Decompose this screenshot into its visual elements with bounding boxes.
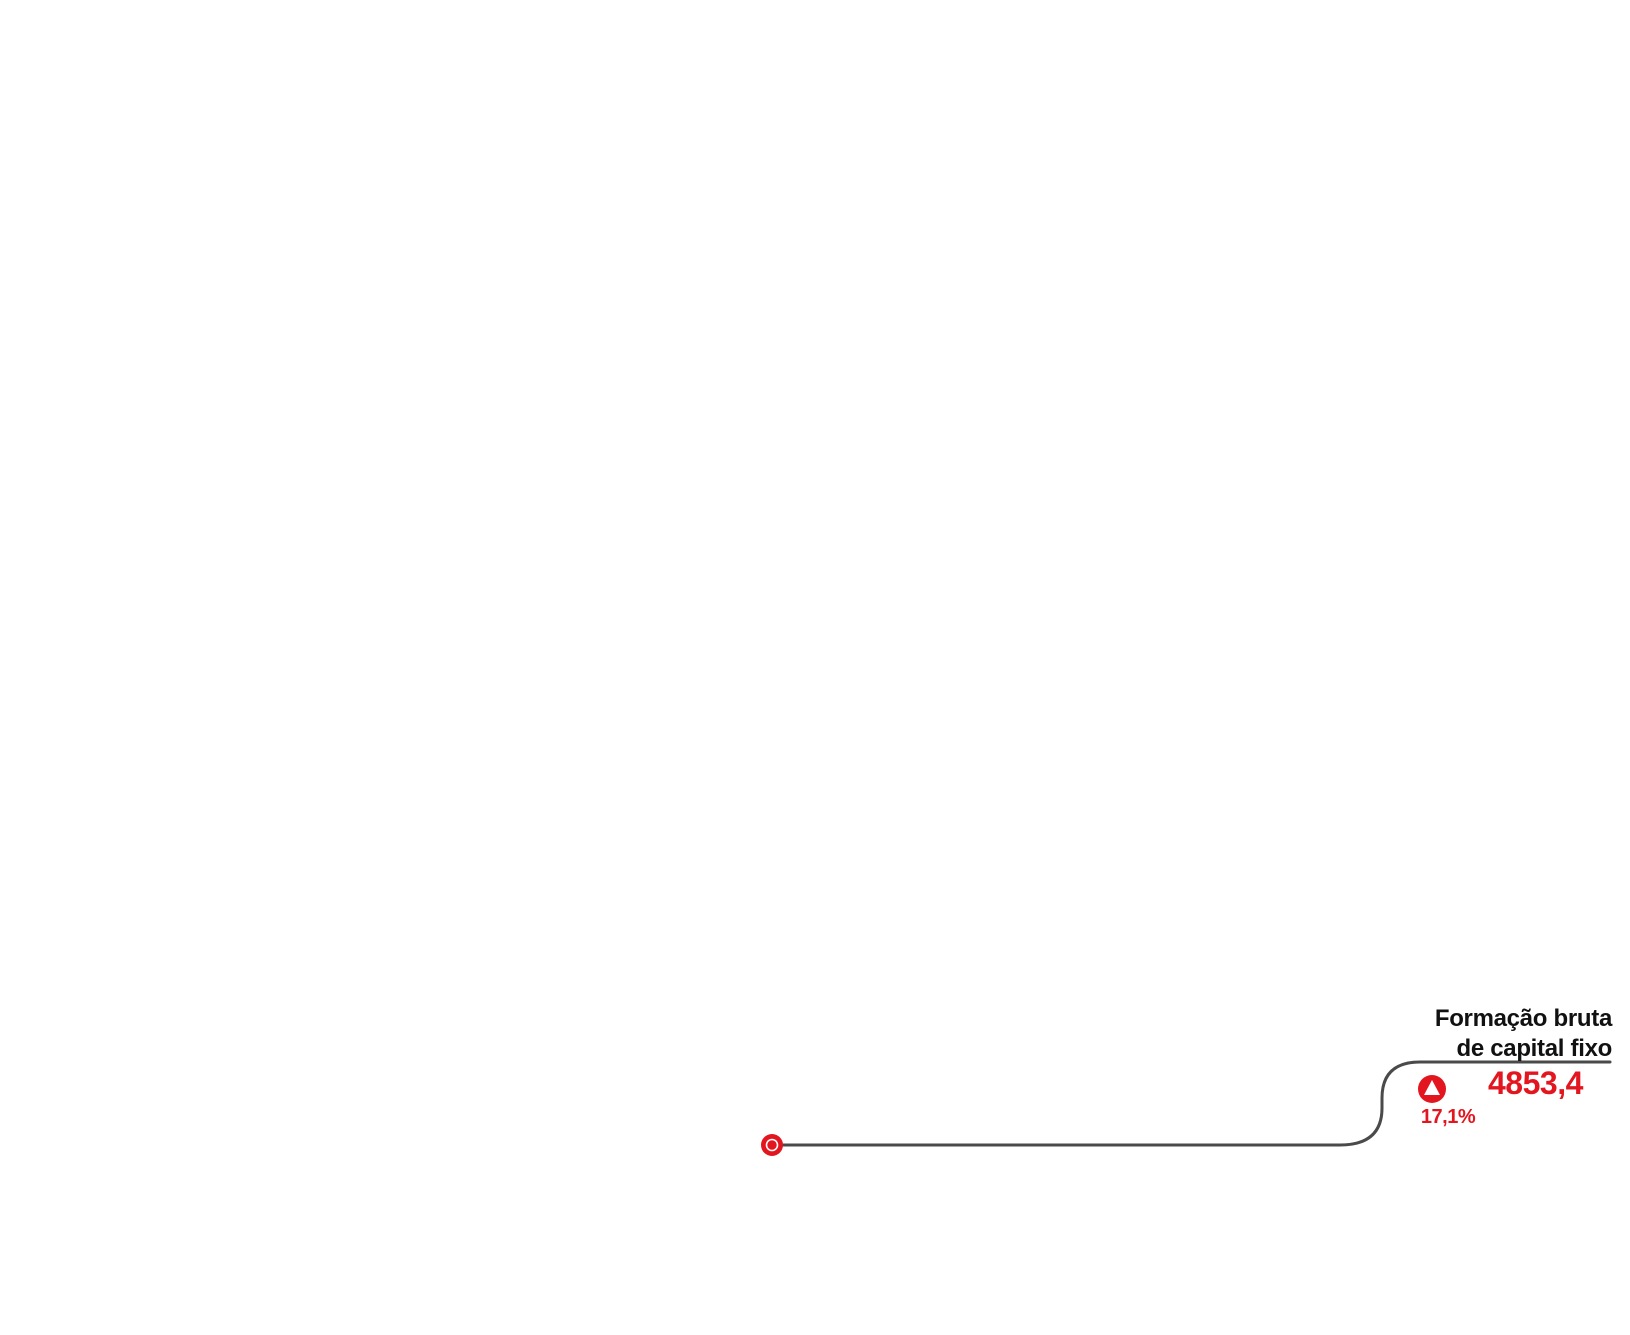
flow-label-line-2: de capital fixo xyxy=(1456,1035,1612,1062)
triangle-up-icon xyxy=(1418,1075,1446,1103)
flow-value: 4853,4 xyxy=(1488,1065,1583,1101)
flow-change-percent: 17,1% xyxy=(1420,1106,1476,1128)
ring-dot-icon xyxy=(761,1134,783,1156)
flow-label-line-1: Formação bruta xyxy=(1434,1005,1612,1032)
flow-label: Formação bruta de capital fixo xyxy=(1292,1004,1612,1064)
flow-connector-line xyxy=(775,1060,1612,1147)
